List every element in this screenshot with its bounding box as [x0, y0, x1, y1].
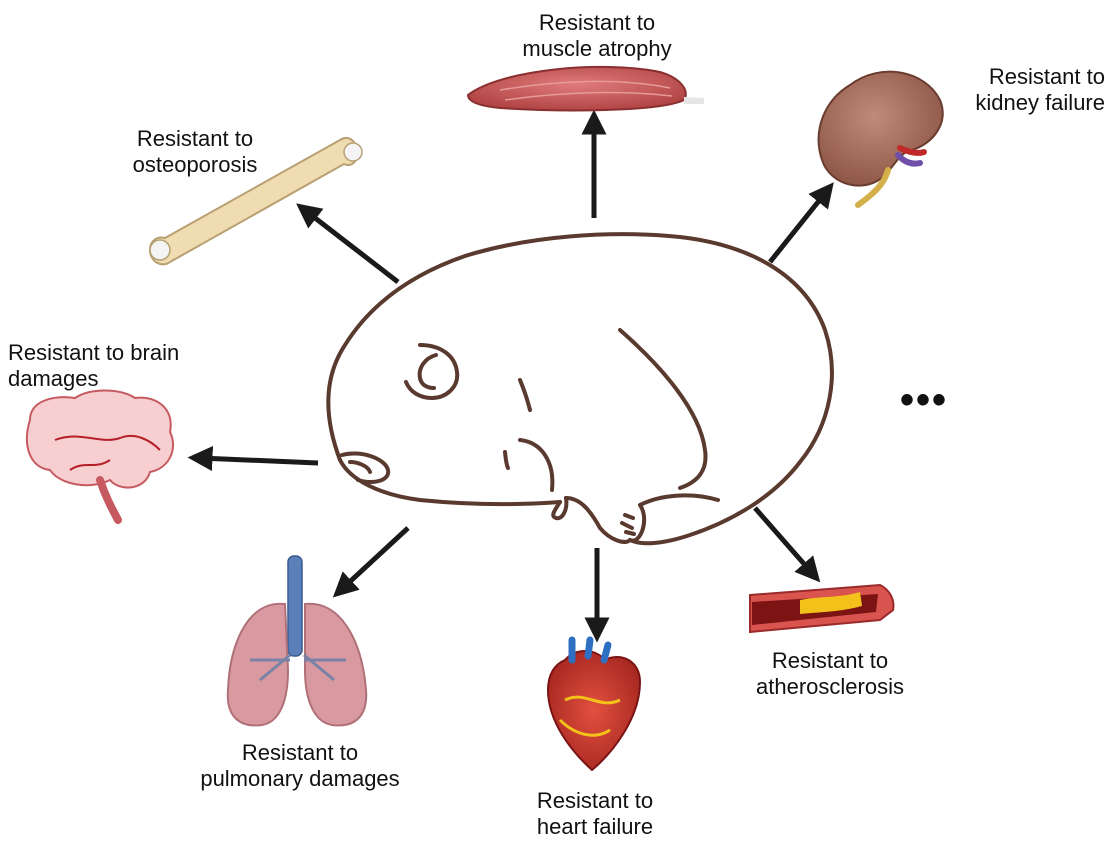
heart-icon: [548, 640, 640, 770]
arrow-to-kidney: [770, 192, 826, 262]
brain-icon: [27, 391, 173, 521]
label-kidney-failure: Resistant to kidney failure: [960, 64, 1105, 116]
label-atherosclerosis: Resistant to atherosclerosis: [725, 648, 935, 700]
label-pulmonary-damages: Resistant to pulmonary damages: [180, 740, 420, 792]
label-heart-failure: Resistant to heart failure: [500, 788, 690, 840]
artery-icon: [750, 585, 893, 632]
label-muscle-atrophy: Resistant to muscle atrophy: [492, 10, 702, 62]
label-brain-damages: Resistant to brain damages: [8, 340, 208, 392]
arrow-to-lung: [342, 528, 408, 589]
lungs-icon: [228, 556, 366, 725]
arrow-to-artery: [755, 508, 812, 573]
kidney-icon: [819, 72, 943, 205]
hibernating-animal-outline: [328, 234, 832, 543]
muscle-icon: [468, 67, 704, 110]
more-outcomes-ellipsis: •••: [900, 378, 948, 423]
arrow-to-brain: [200, 458, 318, 463]
arrow-to-bone: [306, 211, 398, 282]
label-osteoporosis: Resistant to osteoporosis: [100, 126, 290, 178]
